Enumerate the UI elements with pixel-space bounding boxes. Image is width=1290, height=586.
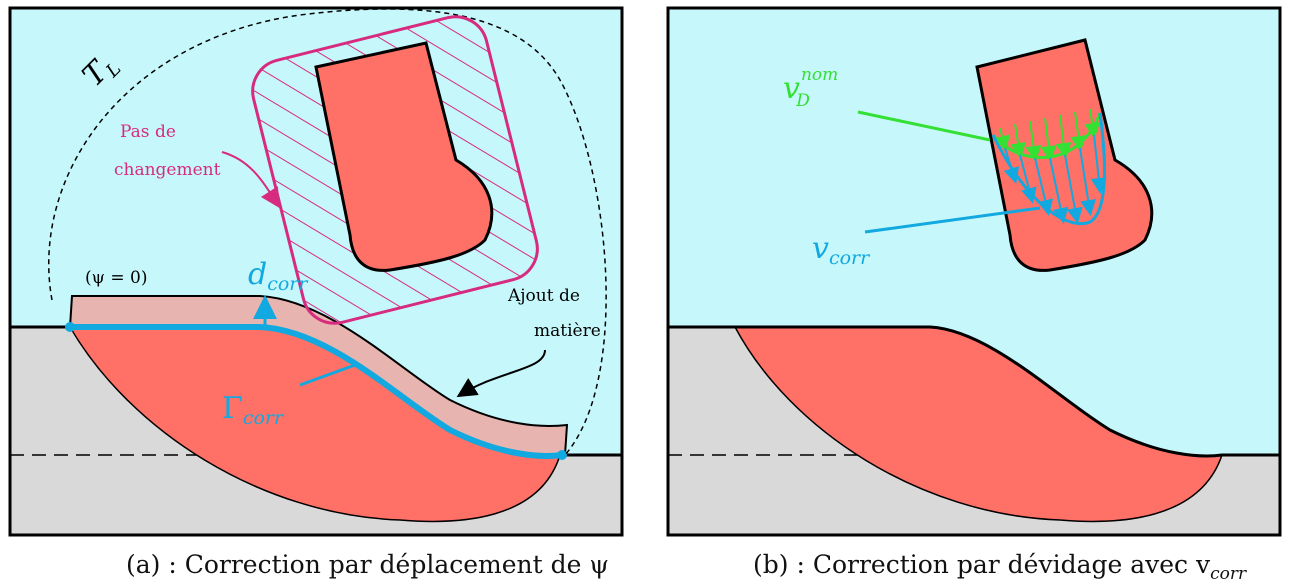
panel-b-vcorr-profile (991, 112, 1106, 226)
panel-a-ajout-line1: Ajout de (507, 286, 580, 306)
panel-a-gamma-start-dot (65, 322, 75, 332)
panel-b-caption: (b) : Correction par dévidage avec vcorr (753, 550, 1247, 584)
panel-b-vnom-arrows (994, 108, 1101, 162)
panel-a-dcorr-label: dcorr (248, 257, 309, 295)
panel-a-gamma-label: Γcorr (222, 391, 285, 429)
panel-b-frame (666, 6, 1282, 537)
panel-b-substrate-left (668, 327, 735, 535)
panel-a-no-change-arrow (221, 151, 281, 209)
panel-a-no-change-line1: Pas de (120, 122, 176, 142)
panel-b-substrate (668, 327, 1280, 535)
panel-a-psi-label: (ψ = 0) (85, 268, 147, 288)
panel-a-frame (8, 6, 624, 537)
panel-a-tl-region (48, 8, 607, 456)
panel-b-vcorr-leader (864, 206, 1041, 234)
panel-b-surface (668, 325, 1280, 458)
panel-a-gamma-end-dot (557, 450, 567, 460)
panel-b-vcorr-label: vcorr (812, 231, 871, 269)
panel-a-substrate-mid (10, 327, 622, 535)
panel-a-tool (314, 41, 494, 272)
panel-a-caption: (a) : Correction par déplacement de ψ (126, 550, 609, 579)
panel-b-vnom-leader (857, 110, 991, 142)
panel-a: TL Pas de changement (ψ = 0) dcorr Γcorr… (10, 8, 622, 535)
panel-a-gamma-leader (299, 363, 356, 387)
panel-a-ajout-line2: matière (534, 321, 601, 341)
panel-b-vcorr-arrows (1003, 134, 1107, 224)
panel-a-gamma-corr-curve (70, 324, 563, 459)
panel-a-no-change-line2: changement (114, 160, 221, 180)
panel-a-ajout-arrow (456, 349, 546, 398)
